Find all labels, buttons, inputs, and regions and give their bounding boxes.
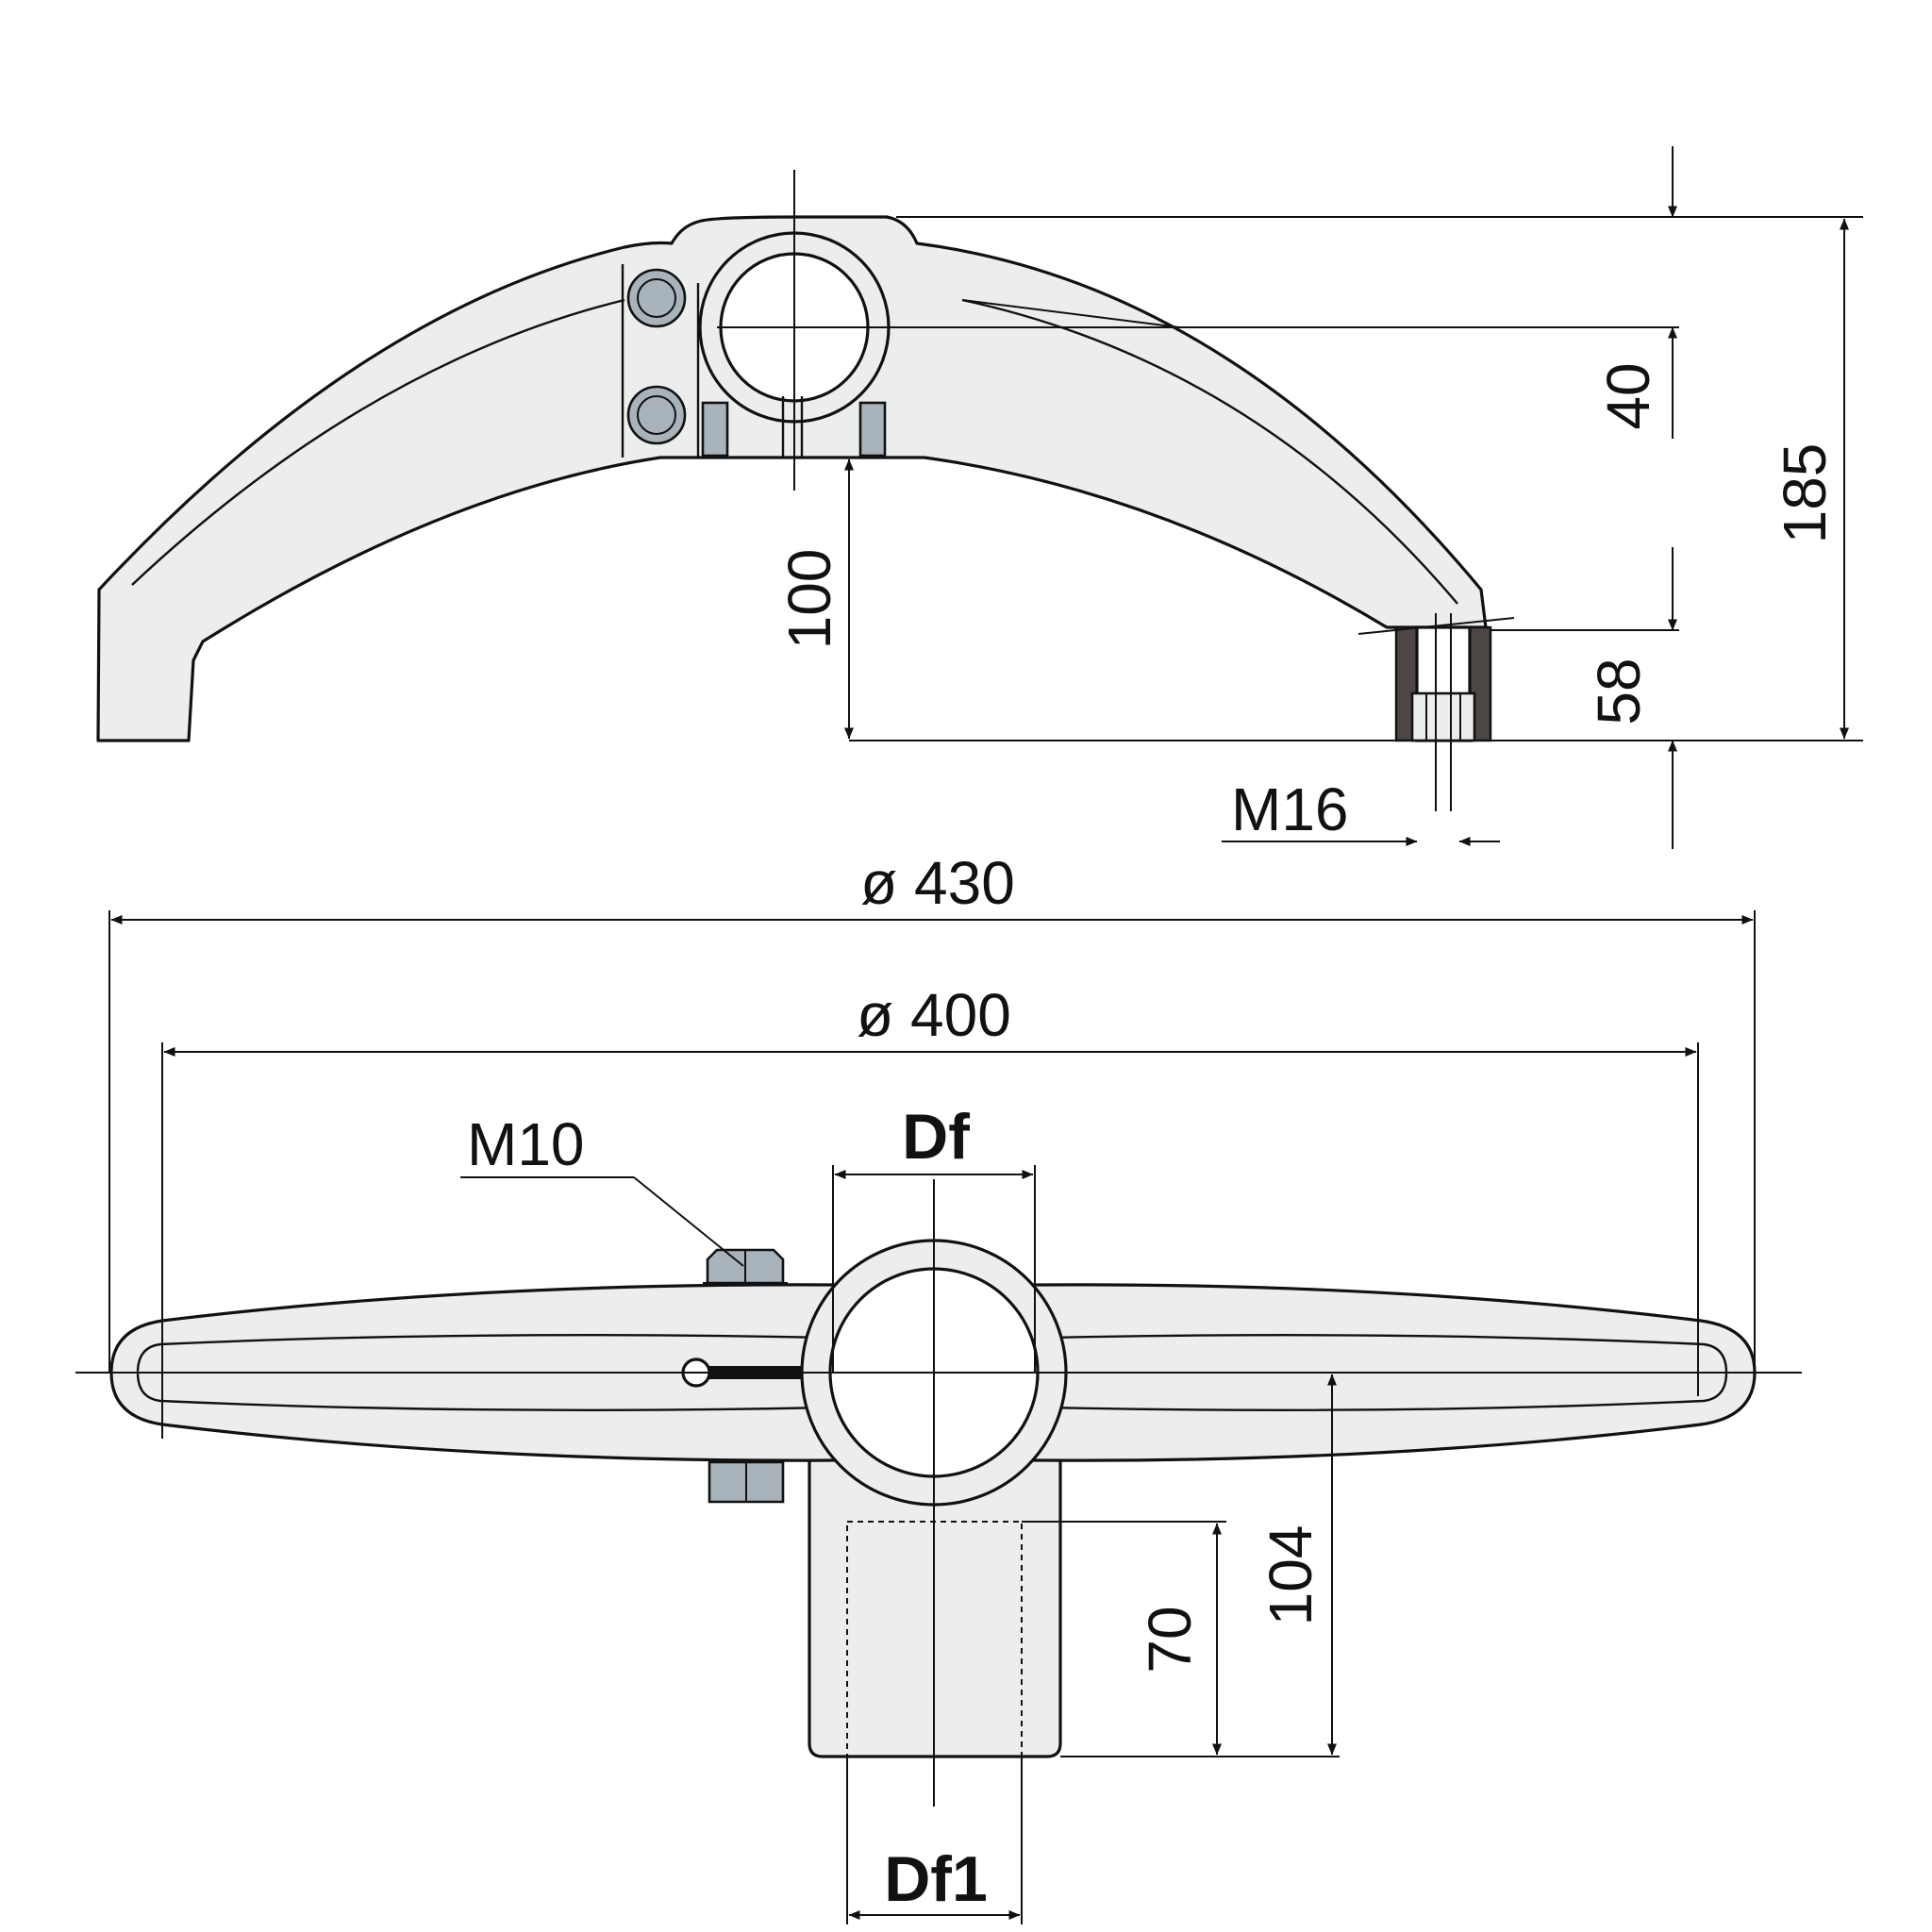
side-view bbox=[96, 170, 1679, 811]
dim-430-label: ø 430 bbox=[860, 849, 1015, 917]
side-view-bolt-head-top bbox=[626, 268, 687, 328]
dim-40-label: 40 bbox=[1594, 362, 1662, 429]
side-view-bolt-head-bottom-inner bbox=[637, 395, 676, 435]
side-view-bolt-head-top-inner bbox=[637, 278, 676, 318]
side-view-insert-cap bbox=[1357, 617, 1515, 635]
dim-m16-label: M16 bbox=[1231, 775, 1349, 843]
top-view-dimensions: ø 430 ø 400 M10 Df 104 70 Df1 bbox=[108, 849, 1756, 1924]
dim-m10-label: M10 bbox=[467, 1110, 585, 1178]
dim-58-label: 58 bbox=[1585, 658, 1653, 724]
top-view bbox=[75, 1179, 1802, 1807]
dim-df1-label: Df1 bbox=[884, 1843, 988, 1915]
side-view-hub-leader bbox=[961, 299, 1180, 328]
dim-104-label: 104 bbox=[1257, 1525, 1324, 1626]
side-view-nut-right bbox=[858, 401, 887, 458]
dim-df-label: Df bbox=[902, 1101, 970, 1173]
dim-400-label: ø 400 bbox=[857, 981, 1011, 1049]
side-view-arm-fillet-right bbox=[961, 298, 1458, 605]
dim-100-label: 100 bbox=[775, 549, 843, 650]
side-view-arm-fillet-left bbox=[131, 298, 625, 586]
side-view-end-thread bbox=[1410, 691, 1476, 742]
side-view-nut-left bbox=[701, 401, 729, 458]
dim-m10-leader bbox=[633, 1176, 744, 1267]
side-view-arm bbox=[96, 215, 1488, 742]
side-view-bolt-head-bottom bbox=[626, 385, 687, 445]
top-view-spoke-inner bbox=[136, 1334, 1728, 1411]
dim-70-label: 70 bbox=[1136, 1606, 1204, 1673]
dim-185-label: 185 bbox=[1771, 443, 1839, 544]
side-view-dimensions: 40 185 100 58 M16 bbox=[775, 146, 1863, 849]
